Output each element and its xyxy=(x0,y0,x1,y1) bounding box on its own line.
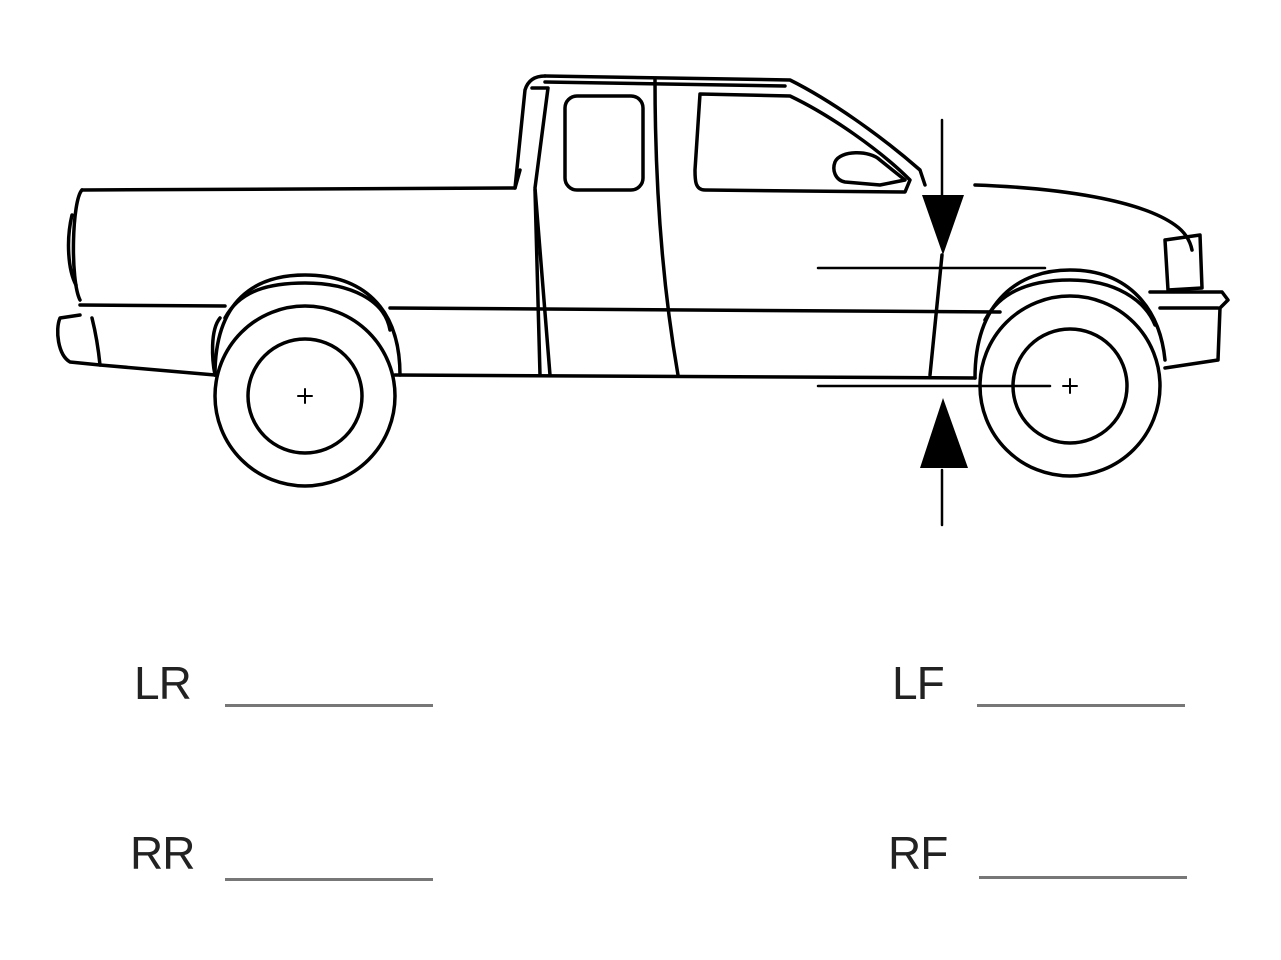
field-lf-blank[interactable] xyxy=(977,704,1185,707)
field-rr-blank[interactable] xyxy=(225,878,433,881)
field-rf-blank[interactable] xyxy=(979,876,1187,879)
measurement-guides xyxy=(816,118,1052,527)
arrow-up-icon xyxy=(920,398,968,468)
label-lr: LR xyxy=(134,657,192,709)
truck-body xyxy=(56,74,1230,380)
label-rr: RR xyxy=(130,827,195,879)
label-lf: LF xyxy=(892,657,945,709)
arrow-down-icon xyxy=(922,195,964,255)
truck-diagram xyxy=(56,74,1230,527)
field-lr-blank[interactable] xyxy=(225,704,433,707)
rear-wheel xyxy=(213,304,397,488)
label-rf: RF xyxy=(888,827,948,879)
